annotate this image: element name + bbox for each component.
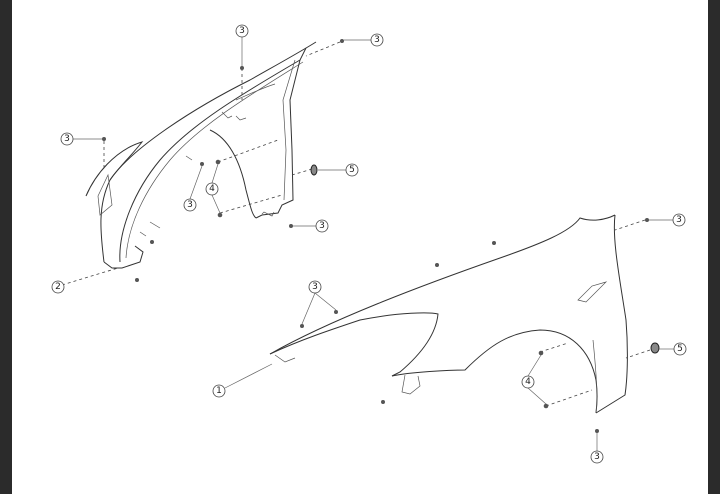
callout-c_left: 3 — [60, 132, 74, 146]
callout-c_nut_upper: 4 — [205, 182, 219, 196]
clip-icon — [334, 310, 338, 314]
fender-bracket-assembly — [85, 41, 317, 269]
callout-c_topright: 3 — [370, 33, 384, 47]
callout-c_bottom: 3 — [590, 450, 604, 464]
svg-text:4: 4 — [209, 184, 215, 194]
grommet-icon — [650, 342, 660, 354]
clip-icon — [240, 66, 244, 70]
clip-icon — [381, 400, 385, 404]
fasteners — [102, 39, 660, 433]
svg-text:3: 3 — [374, 35, 380, 45]
nut-icon — [215, 159, 221, 165]
callout-c_bolt_upper: 3 — [315, 219, 329, 233]
callout-c_top: 3 — [235, 24, 249, 38]
clip-icon — [102, 137, 106, 141]
nut-icon — [217, 212, 223, 218]
callout-leaders — [73, 37, 674, 451]
callout-c_bracket: 2 — [51, 280, 65, 294]
svg-text:2: 2 — [55, 282, 61, 292]
grommet-icon — [310, 164, 318, 176]
nut-icon — [538, 350, 544, 356]
front-fender-panel — [269, 214, 628, 414]
bolt-icon — [595, 429, 599, 433]
clip-icon — [435, 263, 439, 267]
svg-text:3: 3 — [64, 134, 70, 144]
svg-text:3: 3 — [239, 26, 245, 36]
svg-text:5: 5 — [349, 165, 355, 175]
callout-c_grommet_upper: 5 — [345, 163, 359, 177]
svg-text:3: 3 — [187, 200, 193, 210]
clip-icon — [492, 241, 496, 245]
callout-c_right_upper: 3 — [672, 213, 686, 227]
clip-icon — [150, 240, 154, 244]
callout-c_clip_upper: 3 — [183, 198, 197, 212]
callout-c_pair: 3 — [308, 280, 322, 294]
svg-text:3: 3 — [312, 282, 318, 292]
callout-c_nut_lower: 4 — [521, 375, 535, 389]
callout-c_fender: 1 — [212, 384, 226, 398]
nut-icon — [543, 403, 549, 409]
clip-icon — [200, 162, 204, 166]
dashed-fastener-lines — [61, 41, 651, 407]
svg-text:3: 3 — [594, 452, 600, 462]
svg-text:3: 3 — [319, 221, 325, 231]
left-frame-border — [0, 0, 12, 494]
clip-icon — [300, 324, 304, 328]
right-frame-border — [708, 0, 720, 494]
clip-icon — [135, 278, 139, 282]
callout-c_grommet_lower: 5 — [673, 342, 687, 356]
svg-text:5: 5 — [677, 344, 683, 354]
clip-icon — [340, 39, 344, 43]
svg-text:3: 3 — [676, 215, 682, 225]
clip-icon — [645, 218, 649, 222]
svg-text:4: 4 — [525, 377, 531, 387]
bolt-icon — [289, 224, 293, 228]
svg-text:1: 1 — [216, 386, 222, 396]
